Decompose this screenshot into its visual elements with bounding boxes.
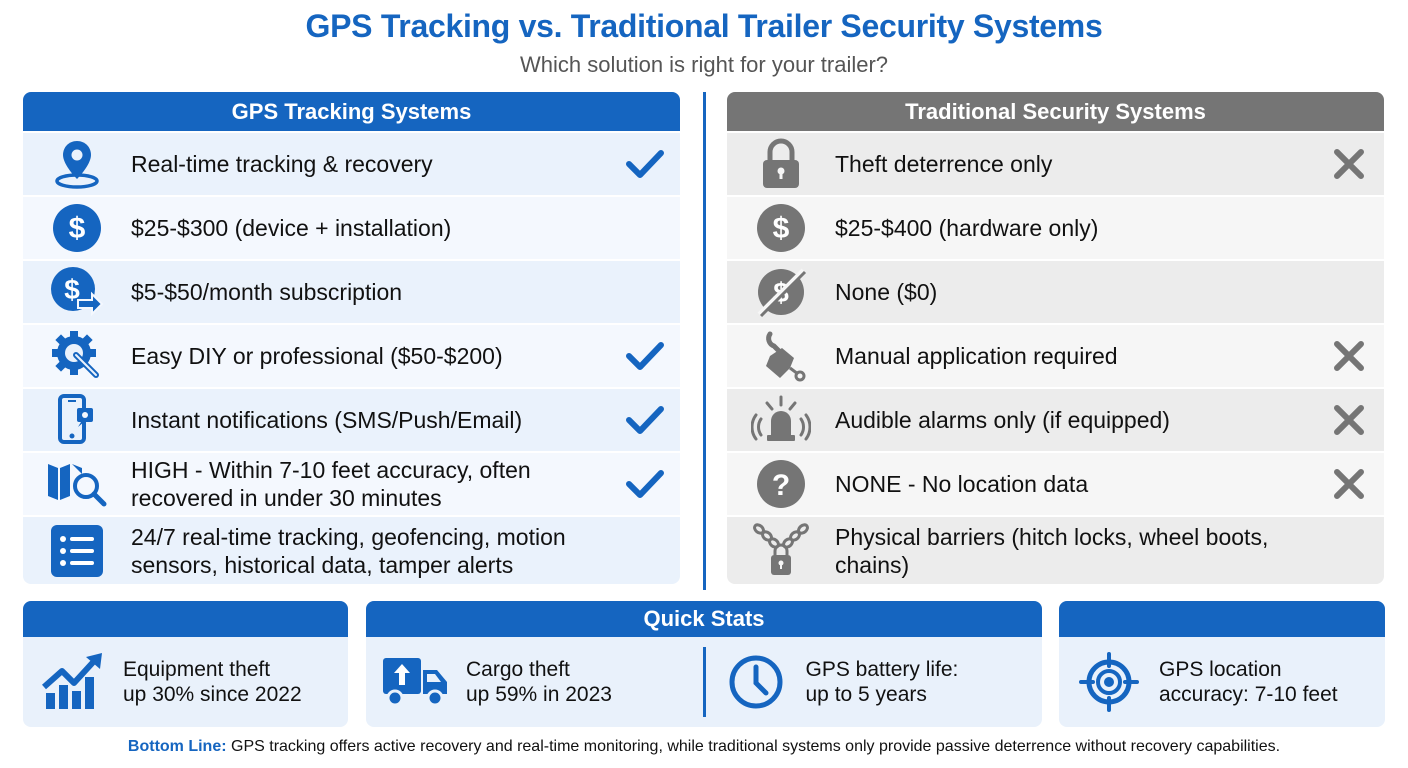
stat-line2: up 59% in 2023	[466, 683, 612, 706]
gps-row-text: $5-$50/month subscription	[131, 279, 403, 305]
gps-row-tracking: Real-time tracking & recovery	[23, 131, 680, 195]
trad-row-cost: $ $25-$400 (hardware only)	[727, 195, 1384, 259]
stat-line1: GPS location	[1159, 658, 1282, 681]
question-circle-icon: ?	[727, 459, 835, 509]
no-dollar-icon: $	[727, 266, 835, 318]
traditional-column-heading: Traditional Security Systems	[727, 92, 1384, 131]
trad-row-text: NONE - No location data	[835, 471, 1089, 497]
target-crosshair-icon	[1059, 652, 1159, 712]
list-icon	[23, 524, 131, 577]
stat-line2: up to 5 years	[805, 683, 927, 706]
gear-wrench-icon	[23, 329, 131, 383]
gps-row-notifications: Instant notifications (SMS/Push/Email)	[23, 387, 680, 451]
gps-row-text: Real-time tracking & recovery	[131, 151, 433, 177]
map-pin-icon	[23, 137, 131, 191]
gps-row-text: Instant notifications (SMS/Push/Email)	[131, 407, 523, 433]
gps-row-features: 24/7 real-time tracking, geofencing, mot…	[23, 515, 680, 584]
stat-line2: up 30% since 2022	[123, 683, 302, 706]
gps-column: GPS Tracking Systems Real-time tracking …	[23, 92, 680, 590]
trad-row-text: $25-$400 (hardware only)	[835, 215, 1099, 241]
bottom-line-label: Bottom Line:	[127, 738, 227, 755]
alarm-siren-icon	[727, 395, 835, 445]
svg-text:$: $	[773, 212, 790, 245]
x-icon	[1314, 147, 1384, 181]
trad-row-text: Audible alarms only (if equipped)	[835, 407, 1170, 433]
trad-row-text: Physical barriers (hitch locks, wheel bo…	[835, 523, 1269, 578]
traditional-column: Traditional Security Systems Theft deter…	[727, 92, 1384, 590]
stat-line1: Cargo theft	[466, 658, 570, 681]
recurring-dollar-icon: $	[23, 266, 131, 318]
check-icon	[610, 340, 680, 372]
quick-stats-heading: Quick Stats	[366, 601, 1042, 637]
page-subtitle: Which solution is right for your trailer…	[519, 52, 889, 77]
trad-row-text: Theft deterrence only	[835, 151, 1053, 177]
trad-row-installation: Manual application required	[727, 323, 1384, 387]
x-icon	[1314, 403, 1384, 437]
trad-row-accuracy: ? NONE - No location data	[727, 451, 1384, 515]
gps-column-heading: GPS Tracking Systems	[23, 92, 680, 131]
gps-row-text: Easy DIY or professional ($50-$200)	[131, 343, 503, 369]
phone-notification-icon	[23, 394, 131, 446]
map-search-icon	[23, 458, 131, 510]
stat-line1: GPS battery life:	[805, 658, 959, 681]
stat-separator	[702, 647, 706, 717]
gps-row-text: 24/7 real-time tracking, geofencing, mot…	[131, 523, 566, 578]
stat-item-battery: GPS battery life:up to 5 years	[706, 637, 1043, 727]
hand-wrench-icon	[727, 330, 835, 382]
cargo-truck-icon	[366, 656, 466, 708]
check-icon	[610, 468, 680, 500]
svg-text:$: $	[64, 274, 80, 305]
trend-up-chart-icon	[23, 653, 123, 711]
dollar-circle-icon: $	[23, 203, 131, 253]
stat-line2: accuracy: 7-10 feet	[1159, 683, 1338, 706]
gps-row-text: $25-$300 (device + installation)	[131, 215, 452, 241]
page-title: GPS Tracking vs. Traditional Trailer Sec…	[305, 8, 1103, 44]
stat-line1: Equipment theft	[123, 658, 271, 681]
gps-row-accuracy: HIGH - Within 7-10 feet accuracy, often …	[23, 451, 680, 515]
dollar-circle-icon: $	[727, 203, 835, 253]
bottom-line-text: GPS tracking offers active recovery and …	[226, 738, 1281, 755]
check-icon	[610, 148, 680, 180]
bottom-line: Bottom Line: GPS tracking offers active …	[0, 738, 1408, 756]
gps-row-installation: Easy DIY or professional ($50-$200)	[23, 323, 680, 387]
gps-row-text: HIGH - Within 7-10 feet accuracy, often …	[131, 457, 531, 511]
trad-row-deterrence: Theft deterrence only	[727, 131, 1384, 195]
chain-lock-icon	[727, 522, 835, 579]
padlock-icon	[727, 138, 835, 190]
trad-row-features: Physical barriers (hitch locks, wheel bo…	[727, 515, 1384, 584]
trad-row-text: None ($0)	[835, 279, 938, 305]
svg-text:?: ?	[772, 469, 790, 502]
trad-row-notifications: Audible alarms only (if equipped)	[727, 387, 1384, 451]
trad-row-subscription: $ None ($0)	[727, 259, 1384, 323]
gps-row-subscription: $ $5-$50/month subscription	[23, 259, 680, 323]
svg-text:$: $	[69, 212, 86, 245]
clock-icon	[706, 654, 806, 710]
trad-row-text: Manual application required	[835, 343, 1118, 369]
x-icon	[1314, 467, 1384, 501]
check-icon	[610, 404, 680, 436]
column-divider	[703, 92, 706, 590]
gps-row-cost: $ $25-$300 (device + installation)	[23, 195, 680, 259]
x-icon	[1314, 339, 1384, 373]
